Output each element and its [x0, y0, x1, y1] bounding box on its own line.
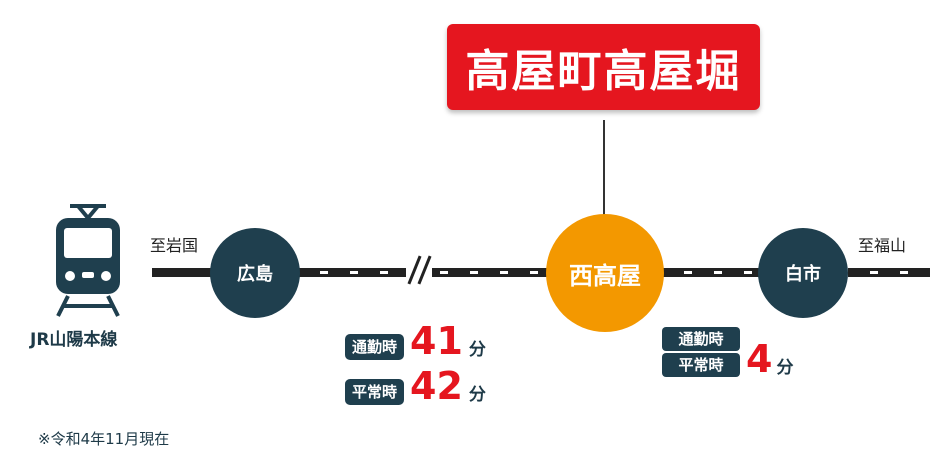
normal-badge: 平常時: [662, 353, 740, 377]
date-note: ※令和4年11月現在: [38, 430, 170, 448]
station-label: 広島: [237, 264, 273, 285]
train-line-label: JR山陽本線: [30, 330, 118, 350]
commute-time-row: 通勤時 41 分: [345, 322, 486, 360]
commute-badge: 通勤時: [662, 327, 740, 351]
track-segment: [662, 268, 760, 277]
station-hiroshima: 広島: [210, 228, 300, 318]
minutes-unit: 分: [468, 340, 486, 360]
commute-badge: 通勤時: [345, 334, 405, 360]
track-segment: [848, 268, 930, 277]
shiraichi-time: 4 分: [746, 340, 793, 378]
time-badge-stack: 通勤時 平常時: [662, 327, 740, 377]
normal-minutes: 42: [410, 364, 463, 408]
direction-west-label: 至岩国: [150, 236, 199, 255]
direction-east-label: 至福山: [858, 236, 907, 255]
track-segment: [152, 268, 212, 277]
normal-time-row: 平常時 42 分: [345, 367, 486, 405]
title-connector-line: [603, 120, 605, 215]
commute-minutes: 41: [410, 319, 463, 363]
station-shiraichi: 白市: [758, 228, 848, 318]
badge-divider: [662, 351, 740, 353]
minutes-unit: 分: [468, 385, 486, 405]
minutes-unit: 分: [776, 358, 794, 378]
station-label: 白市: [785, 264, 821, 285]
normal-badge: 平常時: [345, 379, 405, 405]
train-icon: [56, 204, 120, 317]
shiraichi-minutes: 4: [746, 337, 773, 381]
station-nishitakaya: 西高屋: [546, 214, 664, 332]
destination-title: 高屋町高屋堀: [447, 24, 760, 110]
station-label: 西高屋: [569, 261, 641, 290]
